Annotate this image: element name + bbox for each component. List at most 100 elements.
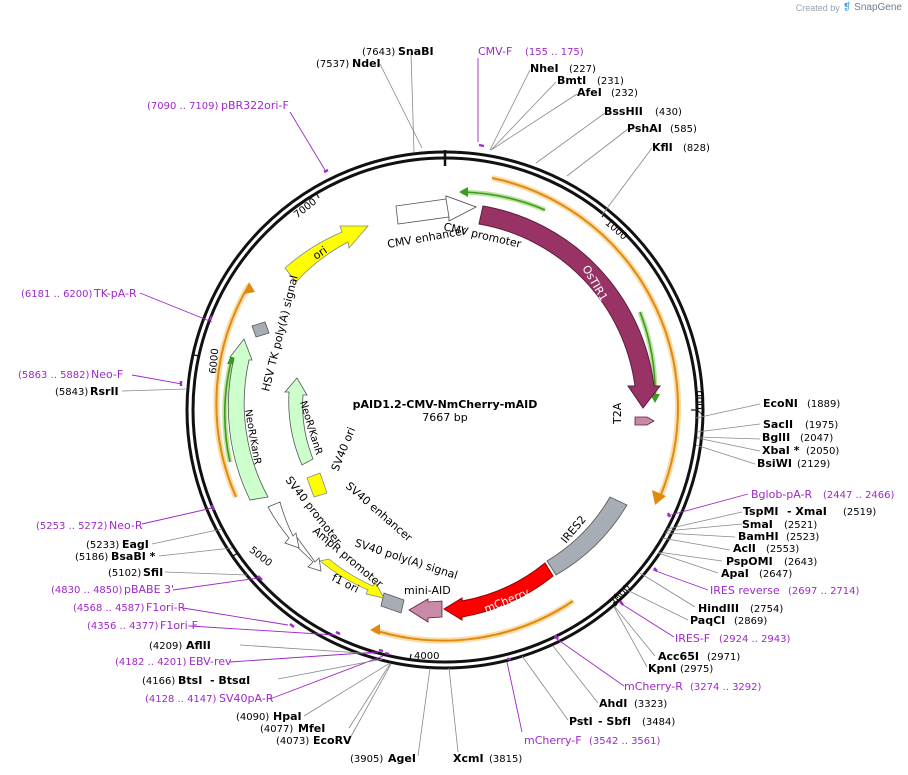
- enzyme-pos: (2553): [766, 544, 799, 555]
- enzyme-name: NdeI: [352, 57, 381, 70]
- enzyme-pos: (2050): [806, 446, 839, 457]
- enzyme-pos: (1889): [807, 399, 840, 410]
- tick-label-3000: 3000: [609, 583, 634, 610]
- enzyme-name: HindIII: [698, 602, 739, 615]
- primer-leaders: [131, 58, 749, 733]
- enzyme-name: RsrII: [90, 385, 119, 398]
- enzyme-name: MfeI: [298, 722, 325, 735]
- enzyme-name: AgeI: [388, 752, 416, 765]
- sv40-promoter-arrow: [267, 501, 300, 549]
- primer-name: F1ori-R: [146, 601, 186, 614]
- sv40-polya-box: [380, 592, 405, 614]
- primer-range: (4128 .. 4147): [145, 694, 217, 705]
- enzyme-pos: (585): [670, 124, 697, 135]
- sv40-ori-box: [306, 472, 328, 498]
- label-sv40-enhancer: SV40 enhancer: [343, 479, 415, 544]
- t2a-arrow: [634, 416, 655, 426]
- enzyme-name: EcoNI: [763, 397, 798, 410]
- enzyme-labels: (7643) SnaBI (7537) NdeI NheI (227) BmtI…: [55, 45, 876, 765]
- enzyme-name: ApaI: [721, 567, 749, 580]
- enzyme-pos: (2521): [784, 520, 817, 531]
- primer-name: mCherry-R: [624, 680, 683, 693]
- primer-name: Bglob-pA-R: [751, 488, 813, 501]
- primer-name: TK-pA-R: [93, 287, 137, 300]
- enzyme-pos: (2523): [786, 532, 819, 543]
- primer-range: (5863 .. 5882): [18, 370, 90, 381]
- enzyme-pos: (3323): [634, 699, 667, 710]
- enzyme-name: NheI: [530, 62, 559, 75]
- f1-ori-arrow: [319, 558, 385, 599]
- enzyme-pos: (2519): [843, 507, 876, 518]
- neokan-outer-arrow: [227, 338, 269, 501]
- enzyme-name: BssHII: [604, 105, 643, 118]
- enzyme-pos: (2869): [734, 616, 767, 627]
- enzyme-name: AhdI: [599, 697, 627, 710]
- enzyme-name: TspMI: [743, 505, 779, 518]
- enzyme-name: PspOMI: [726, 555, 773, 568]
- enzyme-name: PaqCI: [690, 614, 725, 627]
- mini-aid-arrow: [408, 598, 443, 623]
- enzyme-name: BglII: [762, 431, 790, 444]
- enzyme-pos: (5102): [108, 568, 141, 579]
- plasmid-name: pAID1.2-CMV-NmCherry-mAID: [353, 398, 538, 411]
- enzyme-pos: (4073): [276, 736, 309, 747]
- enzyme-pos: (232): [611, 88, 638, 99]
- primer-name: Neo-F: [91, 368, 123, 381]
- primer-name: IRES-F: [675, 632, 710, 645]
- primer-range: (2924 .. 2943): [719, 634, 791, 645]
- tick-label-2000: 2000: [695, 391, 706, 416]
- primer-name: SV40pA-R: [219, 692, 274, 705]
- orf-arcs: [213, 175, 681, 644]
- snapgene-credit: Created by ❡ SnapGene: [796, 2, 902, 13]
- primer-range: (4568 .. 4587): [73, 603, 145, 614]
- primer-range: (6181 .. 6200): [21, 289, 93, 300]
- enzyme-name: - XmaI: [787, 505, 827, 518]
- enzyme-pos: (4077): [260, 724, 293, 735]
- cmv-promoter-arrow: [445, 195, 477, 222]
- enzyme-pos: (828): [683, 143, 710, 154]
- enzyme-pos: (2129): [797, 459, 830, 470]
- mcherry-arrow: [443, 562, 554, 621]
- primer-labels: CMV-F (155 .. 175) (7090 .. 7109) pBR322…: [18, 45, 895, 747]
- enzyme-name: SfiI: [143, 566, 163, 579]
- enzyme-pos: (1975): [805, 420, 838, 431]
- enzyme-name: XbaI *: [762, 444, 800, 457]
- primer-range: (4182 .. 4201): [115, 657, 187, 668]
- enzyme-name: SnaBI: [398, 45, 434, 58]
- primer-name: pBR322ori-F: [221, 99, 289, 112]
- enzyme-pos: (5233): [86, 540, 119, 551]
- enzyme-name: BmtI: [557, 74, 586, 87]
- snapgene-logo-icon: ❡: [842, 2, 852, 13]
- primer-range: (5253 .. 5272): [36, 521, 108, 532]
- enzyme-name: XcmI: [453, 752, 484, 765]
- enzyme-pos: (7643): [362, 47, 395, 58]
- ostir1-arrow: [478, 205, 662, 409]
- primer-range: (2697 .. 2714): [788, 586, 860, 597]
- primer-range: (155 .. 175): [525, 47, 584, 58]
- enzyme-pos: (231): [597, 76, 624, 87]
- enzyme-name: AclI: [733, 542, 756, 555]
- primer-name: IRES reverse: [710, 584, 780, 597]
- primer-range: (2447 .. 2466): [823, 490, 895, 501]
- label-mini-aid: mini-AID: [404, 584, 451, 597]
- primer-range: (4356 .. 4377): [87, 621, 159, 632]
- enzyme-name: BamHI: [738, 530, 779, 543]
- enzyme-pos: (2647): [759, 569, 792, 580]
- enzyme-name: KpnI: [648, 662, 676, 675]
- enzyme-pos: (4166): [142, 676, 175, 687]
- primer-name: CMV-F: [478, 45, 512, 58]
- enzyme-name: KflI: [652, 141, 673, 154]
- primer-name: F1ori-F: [160, 619, 198, 632]
- enzyme-pos: (5843): [55, 387, 88, 398]
- enzyme-pos: (227): [569, 64, 596, 75]
- label-sv40-ori: SV40 ori: [329, 425, 358, 473]
- enzyme-name: SmaI: [742, 518, 773, 531]
- enzyme-name: EcoRV: [313, 734, 352, 747]
- enzyme-name: - SbfI: [598, 715, 631, 728]
- enzyme-pos: (3815): [489, 754, 522, 765]
- primer-range: (3542 .. 3561): [589, 736, 661, 747]
- enzyme-pos: (2047): [800, 433, 833, 444]
- enzyme-name: HpaI: [273, 710, 302, 723]
- credit-brand: SnapGene: [854, 2, 902, 13]
- enzyme-name: EagI: [122, 538, 149, 551]
